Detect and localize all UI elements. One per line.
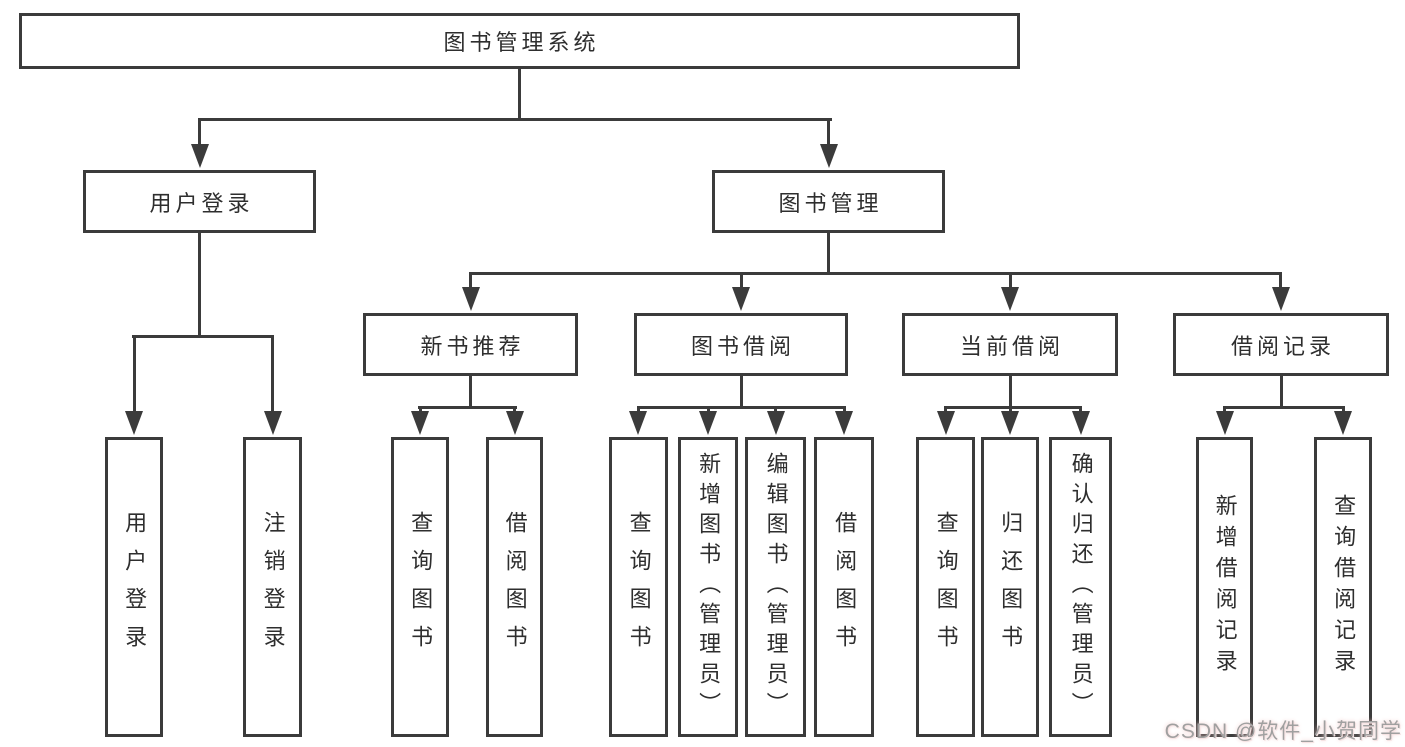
leaf-add-book-admin: 新增图书（管理员） — [678, 437, 738, 737]
edge-line — [740, 272, 743, 294]
node-book-borrowing: 图书借阅 — [634, 313, 848, 376]
arrow-head — [191, 144, 209, 168]
edge-line — [1009, 376, 1012, 409]
edge-line — [740, 376, 743, 409]
edge-line — [827, 118, 830, 148]
arrow-head — [1072, 411, 1090, 435]
leaf-label: 查询图书 — [408, 511, 434, 663]
leaf-label: 用户登录 — [122, 511, 148, 663]
leaf-label: 新增借阅记录 — [1212, 494, 1238, 680]
arrow-head — [1001, 411, 1019, 435]
arrow-head — [1216, 411, 1234, 435]
leaf-add-borrow-record: 新增借阅记录 — [1196, 437, 1253, 737]
edge-line — [518, 69, 521, 121]
node-current-borrowing: 当前借阅 — [902, 313, 1118, 376]
leaf-label: 查询借阅记录 — [1331, 494, 1357, 680]
arrow-head — [732, 287, 750, 311]
edge-line — [944, 406, 1082, 409]
leaf-logout: 注销登录 — [243, 437, 302, 737]
node-user-login: 用户登录 — [83, 170, 316, 233]
leaf-query-books-current: 查询图书 — [916, 437, 975, 737]
arrow-head — [411, 411, 429, 435]
edge-line — [1009, 272, 1012, 294]
node-library-management-system: 图书管理系统 — [19, 13, 1020, 69]
leaf-label: 查询图书 — [626, 511, 652, 663]
edge-line — [133, 335, 136, 415]
node-new-book-recommendation: 新书推荐 — [363, 313, 578, 376]
leaf-user-login: 用户登录 — [105, 437, 163, 737]
leaf-label: 借阅图书 — [832, 511, 858, 663]
arrow-head — [699, 411, 717, 435]
edge-line — [827, 233, 830, 275]
csdn-watermark: CSDN @软件_小贺同学 — [1164, 720, 1402, 743]
edge-line — [198, 233, 201, 337]
arrow-head — [264, 411, 282, 435]
leaf-query-borrow-record: 查询借阅记录 — [1314, 437, 1372, 737]
arrow-head — [835, 411, 853, 435]
arrow-head — [767, 411, 785, 435]
leaf-label: 注销登录 — [260, 511, 286, 663]
edge-line — [132, 335, 274, 338]
leaf-label: 确认归还（管理员） — [1068, 452, 1094, 722]
leaf-query-books-borrow: 查询图书 — [609, 437, 668, 737]
arrow-head — [937, 411, 955, 435]
edge-line — [469, 272, 472, 294]
arrow-head — [820, 144, 838, 168]
leaf-label: 查询图书 — [933, 511, 959, 663]
node-borrowing-records: 借阅记录 — [1173, 313, 1389, 376]
leaf-query-books-recommend: 查询图书 — [391, 437, 449, 737]
edge-line — [271, 335, 274, 415]
arrow-head — [1001, 287, 1019, 311]
edge-line — [418, 406, 517, 409]
arrow-head — [506, 411, 524, 435]
arrow-head — [125, 411, 143, 435]
node-book-management: 图书管理 — [712, 170, 945, 233]
arrow-head — [1272, 287, 1290, 311]
arrow-head — [629, 411, 647, 435]
edge-line — [469, 272, 1282, 275]
arrow-head — [462, 287, 480, 311]
edge-line — [637, 406, 846, 409]
edge-line — [198, 118, 832, 121]
arrow-head — [1334, 411, 1352, 435]
leaf-label: 归还图书 — [998, 511, 1024, 663]
leaf-borrow-books-recommend: 借阅图书 — [486, 437, 543, 737]
leaf-borrow-books: 借阅图书 — [814, 437, 874, 737]
leaf-return-book: 归还图书 — [981, 437, 1039, 737]
leaf-edit-book-admin: 编辑图书（管理员） — [745, 437, 806, 737]
edge-line — [198, 118, 201, 148]
edge-line — [1280, 376, 1283, 409]
edge-line — [469, 376, 472, 409]
edge-line — [1279, 272, 1282, 294]
leaf-confirm-return-admin: 确认归还（管理员） — [1049, 437, 1112, 737]
leaf-label: 编辑图书（管理员） — [763, 452, 789, 722]
edge-line — [1223, 406, 1344, 409]
leaf-label: 借阅图书 — [502, 511, 528, 663]
leaf-label: 新增图书（管理员） — [696, 452, 722, 722]
